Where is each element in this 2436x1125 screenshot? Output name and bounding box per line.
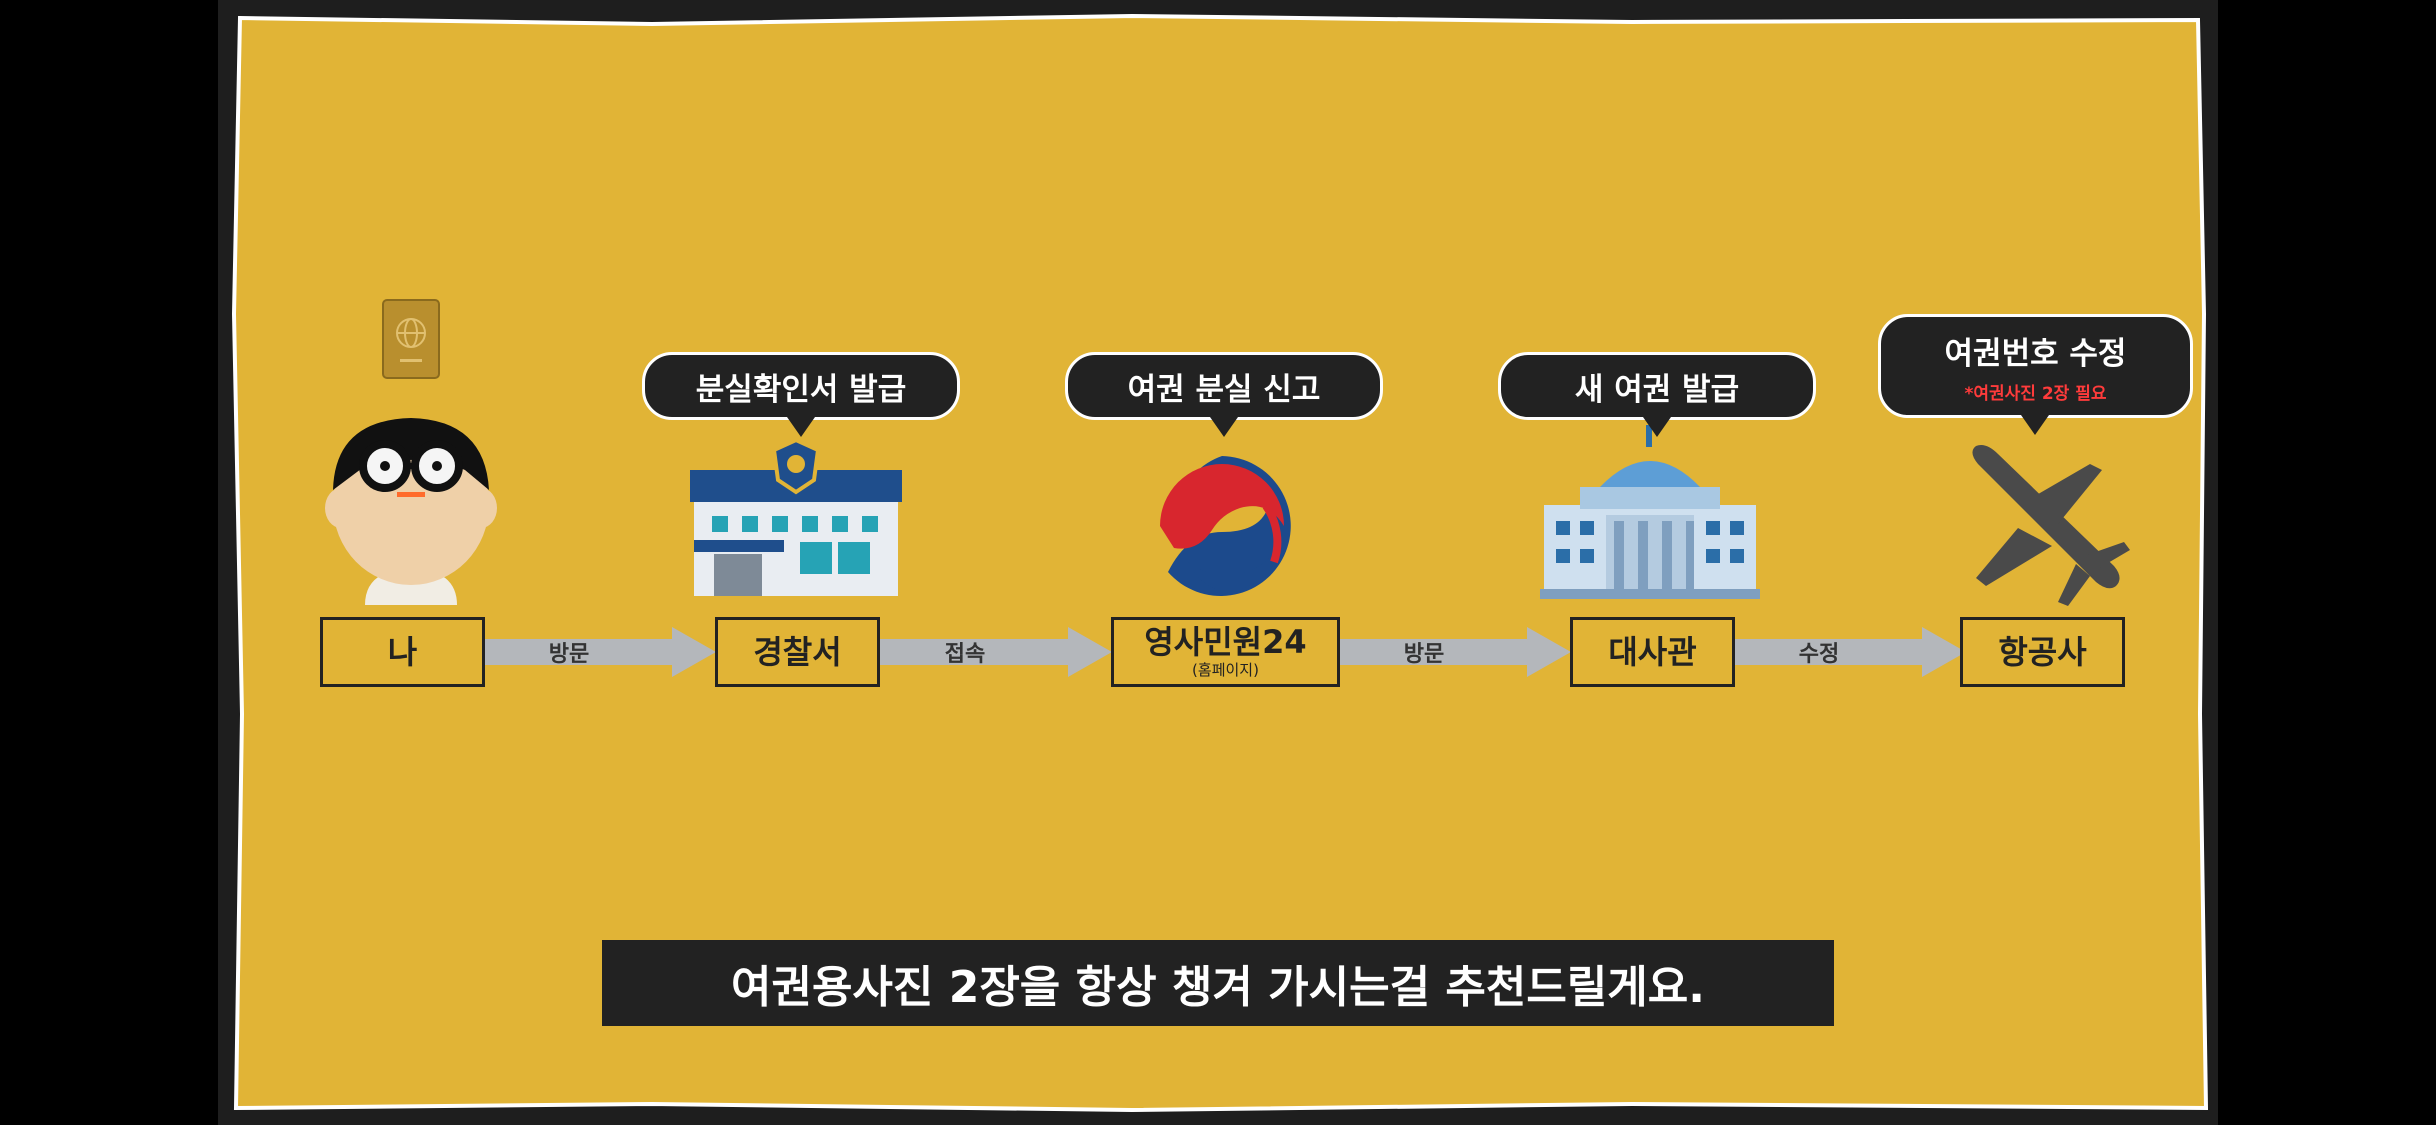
embassy-building-icon bbox=[1540, 425, 1760, 600]
node-sublabel: (홈페이지) bbox=[1192, 661, 1259, 679]
government-emblem-icon bbox=[1148, 452, 1296, 600]
node-consular-service: 영사민원24 (홈페이지) bbox=[1111, 617, 1340, 687]
bubble-text: 여권번호 수정 bbox=[1944, 336, 2127, 372]
flow-arrow: 수정 bbox=[1734, 627, 1966, 677]
arrow-label: 방문 bbox=[548, 642, 590, 667]
node-label: 항공사 bbox=[1998, 633, 2087, 671]
person-icon bbox=[305, 400, 517, 605]
node-label: 경찰서 bbox=[753, 633, 842, 671]
arrow-label: 접속 bbox=[944, 642, 986, 667]
subtitle-caption: 여권용사진 2장을 항상 챙겨 가시는걸 추천드릴게요. bbox=[602, 940, 1834, 1026]
bubble-tail bbox=[787, 417, 815, 437]
airplane-icon bbox=[1958, 436, 2138, 608]
bubble-text: 새 여권 발급 bbox=[1574, 371, 1740, 408]
bubble-lost-certificate: 분실확인서 발급 bbox=[642, 352, 960, 420]
node-label: 대사관 bbox=[1608, 633, 1697, 671]
arrow-label: 수정 bbox=[1798, 642, 1840, 667]
bubble-tail bbox=[1210, 417, 1238, 437]
passport-icon bbox=[380, 297, 442, 381]
bubble-passport-number-update: 여권번호 수정 *여권사진 2장 필요 bbox=[1878, 314, 2193, 418]
bubble-text: 분실확인서 발급 bbox=[695, 371, 907, 408]
left-letterbox bbox=[0, 0, 218, 1125]
bubble-text: 여권 분실 신고 bbox=[1127, 371, 1321, 408]
flow-arrow: 방문 bbox=[1339, 627, 1571, 677]
bubble-note: *여권사진 2장 필요 bbox=[1964, 384, 2107, 404]
flow-arrow: 접속 bbox=[880, 627, 1112, 677]
right-letterbox bbox=[2218, 0, 2436, 1125]
arrow-label: 방문 bbox=[1403, 642, 1445, 667]
bubble-tail bbox=[1643, 417, 1671, 437]
node-police-station: 경찰서 bbox=[715, 617, 880, 687]
bubble-new-passport: 새 여권 발급 bbox=[1498, 352, 1816, 420]
bubble-passport-loss-report: 여권 분실 신고 bbox=[1065, 352, 1383, 420]
node-label: 나 bbox=[387, 633, 418, 671]
node-label: 영사민원24 bbox=[1144, 623, 1307, 661]
node-me: 나 bbox=[320, 617, 485, 687]
flow-arrow: 방문 bbox=[484, 627, 716, 677]
node-embassy: 대사관 bbox=[1570, 617, 1735, 687]
node-airline: 항공사 bbox=[1960, 617, 2125, 687]
bubble-tail bbox=[2021, 415, 2049, 435]
police-station-icon bbox=[690, 437, 902, 598]
